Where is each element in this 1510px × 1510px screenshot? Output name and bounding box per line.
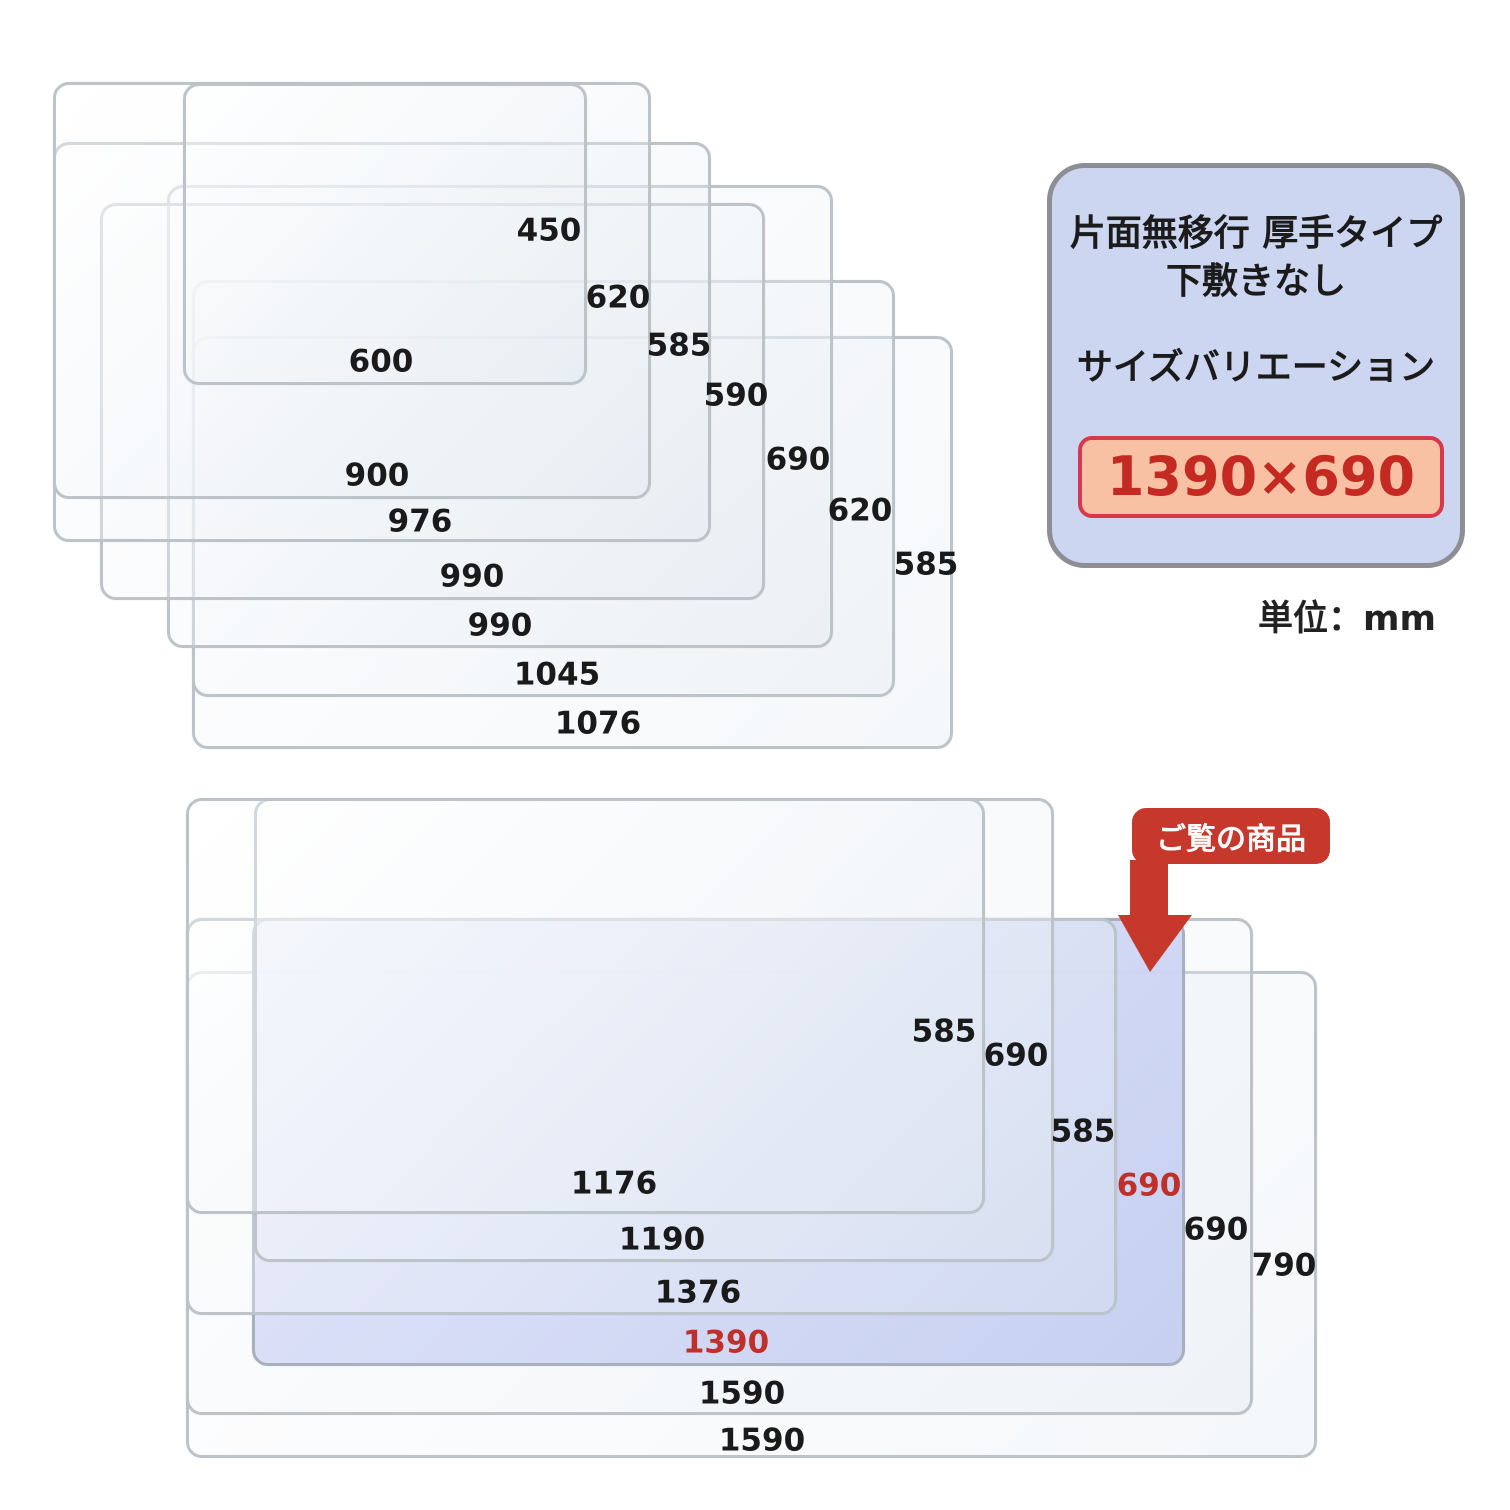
label-depth-620b: 620 — [827, 492, 893, 529]
label-depth-690: 690 — [765, 441, 831, 478]
label-depth-585: 585 — [646, 327, 712, 364]
sheet-1390x690-selected — [252, 918, 1185, 1366]
label-depth-590: 590 — [703, 377, 769, 414]
label-depth-585d: 585 — [1050, 1113, 1116, 1150]
info-box: 片面無移行 厚手タイプ 下敷きなし サイズバリエーション 1390×690 — [1047, 163, 1465, 568]
label-width-990: 990 — [439, 558, 505, 595]
sheet-1376x585 — [186, 918, 1117, 1315]
sheet-990x590 — [100, 203, 765, 600]
arrow-down-icon — [1118, 860, 1192, 972]
current-product-badge: ご覧の商品 — [1132, 808, 1330, 864]
label-depth-450: 450 — [516, 212, 582, 249]
label-depth-585b: 585 — [893, 546, 959, 583]
label-width-600: 600 — [348, 343, 414, 380]
label-width-1590: 1590 — [698, 1375, 786, 1412]
label-depth-690c: 690 — [1183, 1211, 1249, 1248]
label-width-1176: 1176 — [570, 1165, 658, 1202]
sheet-976x585 — [53, 142, 711, 542]
sheet-990x690 — [167, 185, 833, 648]
product-type-text: 片面無移行 厚手タイプ — [1069, 213, 1443, 254]
label-depth-790: 790 — [1251, 1247, 1317, 1284]
sheet-1190x690 — [254, 798, 1054, 1262]
no-underlay-text: 下敷きなし — [1165, 261, 1346, 302]
sheet-600x450 — [183, 83, 587, 385]
label-width-900: 900 — [344, 457, 410, 494]
label-width-1376: 1376 — [654, 1274, 742, 1311]
size-variation-heading: サイズバリエーション — [1076, 347, 1436, 388]
label-width-976: 976 — [387, 503, 453, 540]
sheet-1176x585 — [186, 798, 985, 1214]
selected-size-box: 1390×690 — [1078, 436, 1444, 518]
label-width-990b: 990 — [467, 607, 533, 644]
sheet-1045x620 — [192, 280, 895, 697]
label-width-1190: 1190 — [618, 1221, 706, 1258]
label-depth-585c: 585 — [911, 1013, 977, 1050]
label-width-1045: 1045 — [513, 656, 601, 693]
label-width-1390-selected: 1390 — [682, 1324, 770, 1361]
unit-label: 単位：mm — [1258, 599, 1436, 639]
label-depth-690-selected: 690 — [1116, 1167, 1182, 1204]
sheet-900x620 — [53, 82, 651, 499]
label-depth-620: 620 — [585, 279, 651, 316]
label-width-1076: 1076 — [554, 705, 642, 742]
label-width-1590b: 1590 — [718, 1422, 806, 1459]
sheet-1076x585 — [192, 336, 953, 749]
label-depth-690b: 690 — [983, 1037, 1049, 1074]
